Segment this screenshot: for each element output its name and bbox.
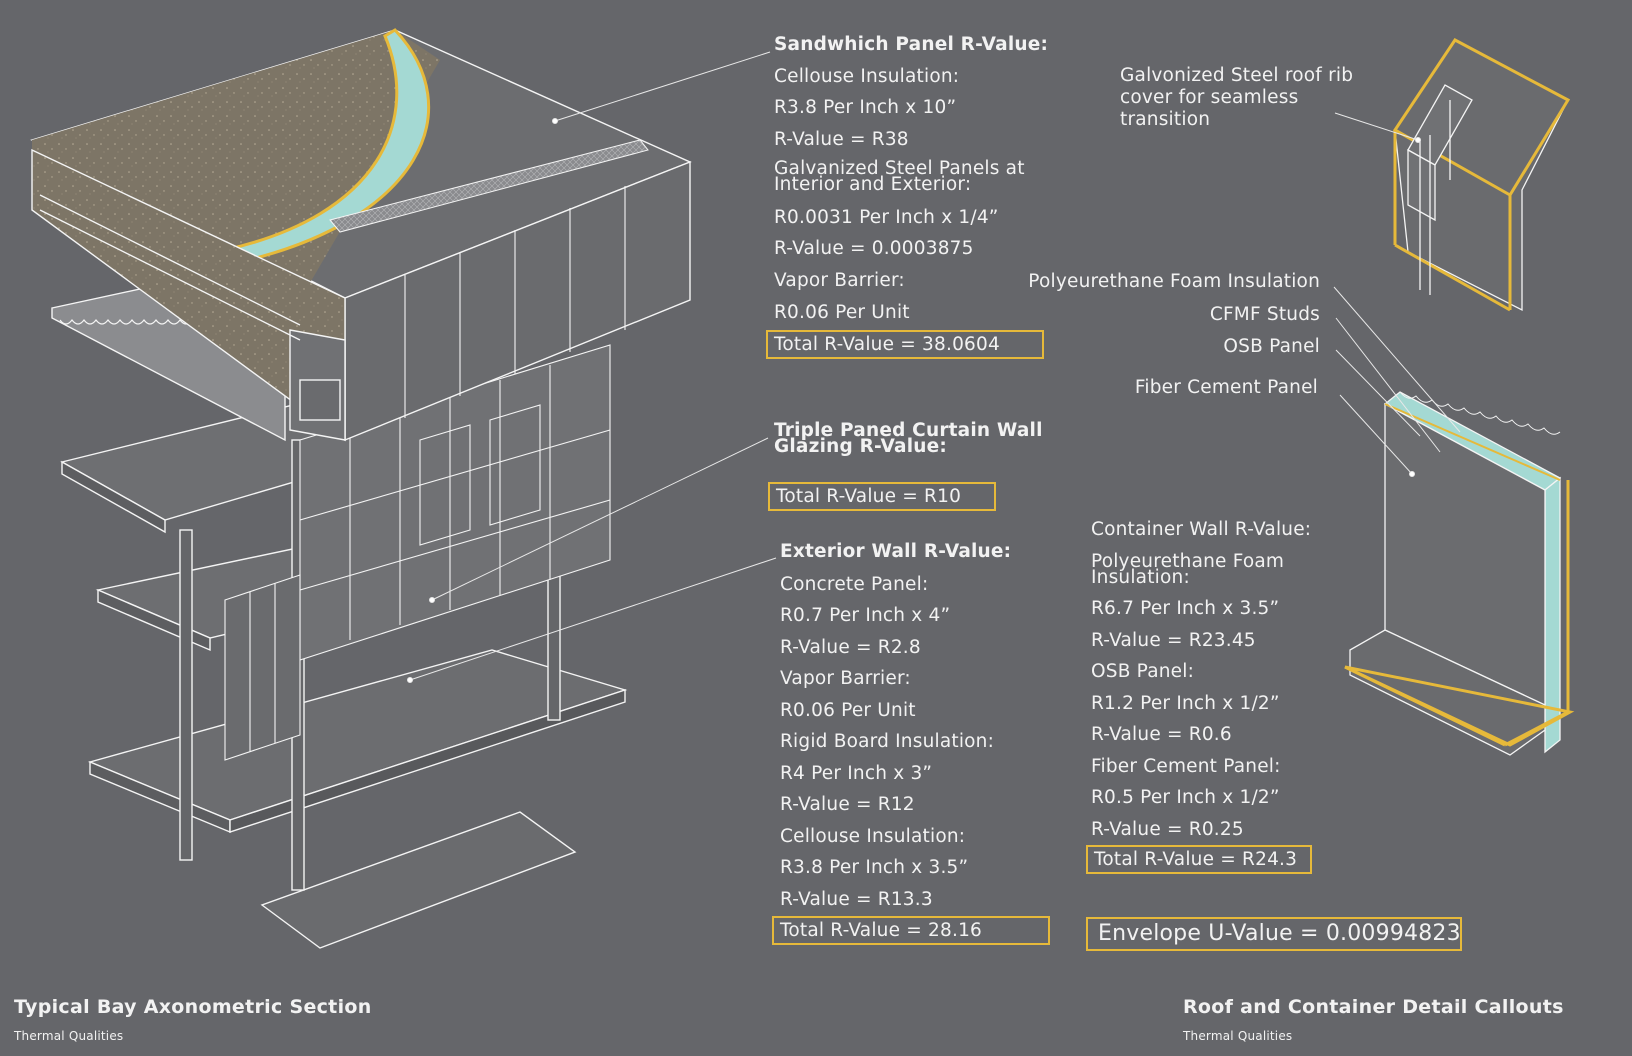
sandwich-panel-line: R0.0031 Per Inch x 1/4”	[774, 207, 999, 228]
exterior-wall-heading: Exterior Wall R-Value:	[780, 541, 1012, 562]
exterior-wall-line: R0.7 Per Inch x 4”	[780, 605, 951, 626]
caption-left-title: Typical Bay Axonometric Section	[14, 996, 372, 1018]
exterior-wall-line: R-Value = R2.8	[780, 637, 921, 658]
envelope-u-value: Envelope U-Value = 0.00994823	[1086, 917, 1462, 951]
foundation-block	[260, 811, 577, 949]
exterior-wall-line: Vapor Barrier:	[780, 668, 911, 689]
container-wall-line: R-Value = R0.25	[1091, 819, 1244, 840]
layer-label-foam: Polyeurethane Foam Insulation	[1028, 271, 1320, 292]
container-wall-line: R6.7 Per Inch x 3.5”	[1091, 598, 1280, 619]
sandwich-panel-line: Vapor Barrier:	[774, 270, 905, 291]
roof-cellulose-layer	[32, 30, 440, 300]
exterior-wall-line: R0.06 Per Unit	[780, 700, 916, 721]
container-wall-detail	[1344, 391, 1575, 756]
leader-lines	[407, 51, 1461, 683]
exterior-wall-line: Cellouse Insulation:	[780, 826, 966, 847]
caption-left-subtitle: Thermal Qualities	[14, 1029, 124, 1043]
caption-right-subtitle: Thermal Qualities	[1183, 1029, 1293, 1043]
exterior-wall-line: R4 Per Inch x 3”	[780, 763, 933, 784]
layer-label-studs: CFMF Studs	[1209, 304, 1320, 325]
exterior-wall-line: R-Value = R12	[780, 794, 915, 815]
container-wall-heading: Container Wall R-Value:	[1091, 519, 1312, 540]
ground-slab-side	[229, 689, 626, 833]
layer-label-fiber-cement: Fiber Cement Panel	[1134, 377, 1318, 398]
container-wall-line: OSB Panel:	[1091, 661, 1195, 682]
container-wall-line: R0.5 Per Inch x 1/2”	[1091, 787, 1280, 808]
column-left	[179, 529, 193, 861]
sandwich-panel-line: R3.8 Per Inch x 10”	[774, 97, 957, 118]
sandwich-panel-line: R0.06 Per Unit	[774, 302, 910, 323]
container-wall-line: R1.2 Per Inch x 1/2”	[1091, 693, 1280, 714]
sandwich-panel-line: Cellouse Insulation:	[774, 66, 960, 87]
curtain-wall-heading: Triple Paned Curtain Wall Glazing R-Valu…	[774, 420, 1043, 457]
caption-right-title: Roof and Container Detail Callouts	[1183, 996, 1564, 1018]
sandwich-panel-total: Total R-Value = 38.0604	[766, 330, 1044, 359]
exterior-wall-total: Total R-Value = 28.16	[772, 916, 1050, 945]
sandwich-panel-heading: Sandwhich Panel R-Value:	[774, 34, 1049, 55]
lower-wall	[224, 574, 301, 761]
exterior-wall-line: Concrete Panel:	[780, 574, 929, 595]
container-wall-total: Total R-Value = R24.3	[1086, 845, 1312, 874]
container-wall-line: Polyeurethane Foam Insulation:	[1091, 551, 1285, 588]
roof-rib-detail	[1392, 38, 1571, 312]
roof-rib-callout: Galvonized Steel roof rib cover for seam…	[1120, 65, 1354, 130]
sandwich-panel-line: R-Value = R38	[774, 129, 909, 150]
exterior-wall-line: R3.8 Per Inch x 3.5”	[780, 857, 969, 878]
container-wall-line: R-Value = R0.6	[1091, 724, 1232, 745]
bay-section-drawing	[30, 28, 692, 949]
exterior-wall-line: Rigid Board Insulation:	[780, 731, 995, 752]
layer-label-osb: OSB Panel	[1223, 336, 1320, 357]
curtain-wall-total: Total R-Value = R10	[768, 482, 996, 511]
exterior-wall-line: R-Value = R13.3	[780, 889, 933, 910]
container-wall-line: Fiber Cement Panel:	[1091, 756, 1281, 777]
sandwich-panel-line: R-Value = 0.0003875	[774, 238, 974, 259]
container-wall-line: R-Value = R23.45	[1091, 630, 1256, 651]
roof-mesh-band	[329, 139, 649, 233]
sandwich-panel-line: Galvanized Steel Panels at Interior and …	[774, 158, 1025, 195]
